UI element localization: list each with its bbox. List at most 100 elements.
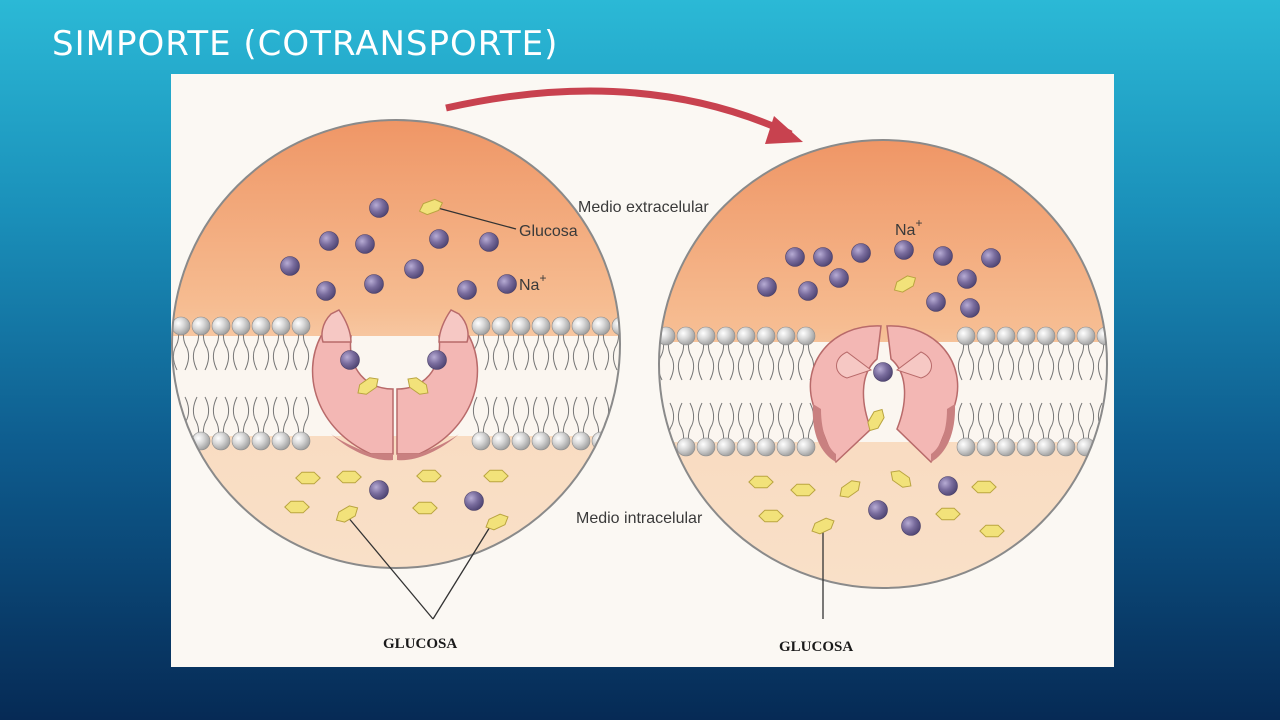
sodium-ion bbox=[479, 232, 499, 252]
sodium-ion bbox=[340, 350, 360, 370]
phospholipid-head bbox=[191, 316, 211, 336]
phospholipid-head bbox=[776, 326, 796, 346]
sodium-ion bbox=[427, 350, 447, 370]
glucose-molecule bbox=[357, 377, 379, 395]
glucose-molecule bbox=[485, 513, 509, 531]
phospholipid-head bbox=[736, 437, 756, 457]
phospholipid-head bbox=[291, 431, 311, 451]
glucose-molecule bbox=[839, 480, 861, 498]
sodium-ion bbox=[894, 240, 914, 260]
glucose-molecule bbox=[979, 524, 1005, 538]
phospholipid-head bbox=[696, 437, 716, 457]
sodium-ion bbox=[457, 280, 477, 300]
lipid-tail bbox=[623, 326, 628, 370]
transporter-protein-open bbox=[311, 309, 479, 461]
sodium-ion bbox=[938, 476, 958, 496]
lipid-tail bbox=[1108, 403, 1113, 447]
label-sodium-right: Na+ bbox=[895, 216, 922, 239]
sodium-ion bbox=[355, 234, 375, 254]
glucose-molecule bbox=[748, 475, 774, 489]
phospholipid-head bbox=[756, 437, 776, 457]
phospholipid-head bbox=[1096, 437, 1107, 457]
phospholipid-head bbox=[511, 316, 531, 336]
phospholipid-head bbox=[1076, 326, 1096, 346]
phospholipid-head bbox=[976, 326, 996, 346]
sodium-ion bbox=[464, 491, 484, 511]
glucose-molecule bbox=[335, 505, 359, 523]
phospholipid-head bbox=[756, 326, 776, 346]
phospholipid-head bbox=[271, 431, 291, 451]
sodium-ion bbox=[369, 198, 389, 218]
phospholipid-head bbox=[251, 431, 271, 451]
glucose-molecule bbox=[407, 377, 429, 395]
phospholipid-head bbox=[1016, 326, 1036, 346]
glucose-molecule bbox=[412, 501, 438, 515]
glucose-molecule bbox=[971, 480, 997, 494]
sodium-ion bbox=[429, 229, 449, 249]
phospholipid-head bbox=[796, 437, 816, 457]
phospholipid-head bbox=[211, 316, 231, 336]
glucose-molecule bbox=[890, 470, 912, 488]
lipid-tail bbox=[1108, 336, 1113, 380]
label-intracellular: Medio intracelular bbox=[576, 510, 703, 527]
phospholipid-head bbox=[1056, 437, 1076, 457]
label-glucose-caption-right: GLUCOSA bbox=[779, 639, 853, 655]
phospholipid-head bbox=[551, 316, 571, 336]
phospholipid-head bbox=[676, 326, 696, 346]
sodium-ion bbox=[785, 247, 805, 267]
sodium-ion bbox=[829, 268, 849, 288]
phospholipid-head bbox=[571, 431, 591, 451]
sodium-ion bbox=[364, 274, 384, 294]
transporter-protein-inward bbox=[809, 325, 959, 464]
sodium-ion bbox=[316, 281, 336, 301]
phospholipid-head bbox=[231, 316, 251, 336]
phospholipid-head bbox=[511, 431, 531, 451]
phospholipid-head bbox=[172, 431, 191, 451]
phospholipid-head bbox=[571, 316, 591, 336]
glucose-molecule bbox=[336, 470, 362, 484]
sodium-ion bbox=[497, 274, 517, 294]
glucose-molecule bbox=[416, 469, 442, 483]
phospholipid-head bbox=[956, 326, 976, 346]
lipid-tail bbox=[612, 396, 620, 442]
sodium-ion bbox=[369, 480, 389, 500]
phospholipid-head bbox=[1076, 437, 1096, 457]
sodium-ion bbox=[901, 516, 921, 536]
phospholipid-head bbox=[551, 431, 571, 451]
phospholipid-head bbox=[1036, 437, 1056, 457]
phospholipid-head bbox=[956, 437, 976, 457]
phospholipid-head bbox=[591, 316, 611, 336]
phospholipid-head bbox=[531, 316, 551, 336]
left-panel: Medio extracelular Glucosa Na+ Medio int… bbox=[171, 119, 709, 652]
lipid-tail bbox=[172, 396, 180, 442]
sodium-ion bbox=[798, 281, 818, 301]
transition-arrow bbox=[445, 87, 793, 138]
label-extracellular: Medio extracelular bbox=[578, 199, 709, 216]
phospholipid-head bbox=[976, 437, 996, 457]
phospholipid-head bbox=[696, 326, 716, 346]
phospholipid-head bbox=[271, 316, 291, 336]
sodium-ion bbox=[957, 269, 977, 289]
glucose-molecule bbox=[295, 471, 321, 485]
glucose-molecule bbox=[790, 483, 816, 497]
phospholipid-head bbox=[211, 431, 231, 451]
sodium-ion bbox=[873, 362, 893, 382]
right-panel: Na+ GLUCOSA bbox=[658, 139, 1113, 655]
sodium-ion bbox=[404, 259, 424, 279]
phospholipid-head bbox=[231, 431, 251, 451]
phospholipid-head bbox=[611, 431, 620, 451]
phospholipid-head bbox=[1056, 326, 1076, 346]
glucose-molecule bbox=[483, 469, 509, 483]
sodium-ion bbox=[319, 231, 339, 251]
glucose-molecule bbox=[935, 507, 961, 521]
lipid-tail bbox=[623, 397, 628, 441]
sodium-ion bbox=[933, 246, 953, 266]
phospholipid-head bbox=[471, 316, 491, 336]
phospholipid-head bbox=[1016, 437, 1036, 457]
sodium-ion bbox=[813, 247, 833, 267]
phospholipid-head bbox=[736, 326, 756, 346]
phospholipid-head bbox=[172, 316, 191, 336]
phospholipid-head bbox=[491, 316, 511, 336]
phospholipid-head bbox=[491, 431, 511, 451]
phospholipid-head bbox=[716, 326, 736, 346]
